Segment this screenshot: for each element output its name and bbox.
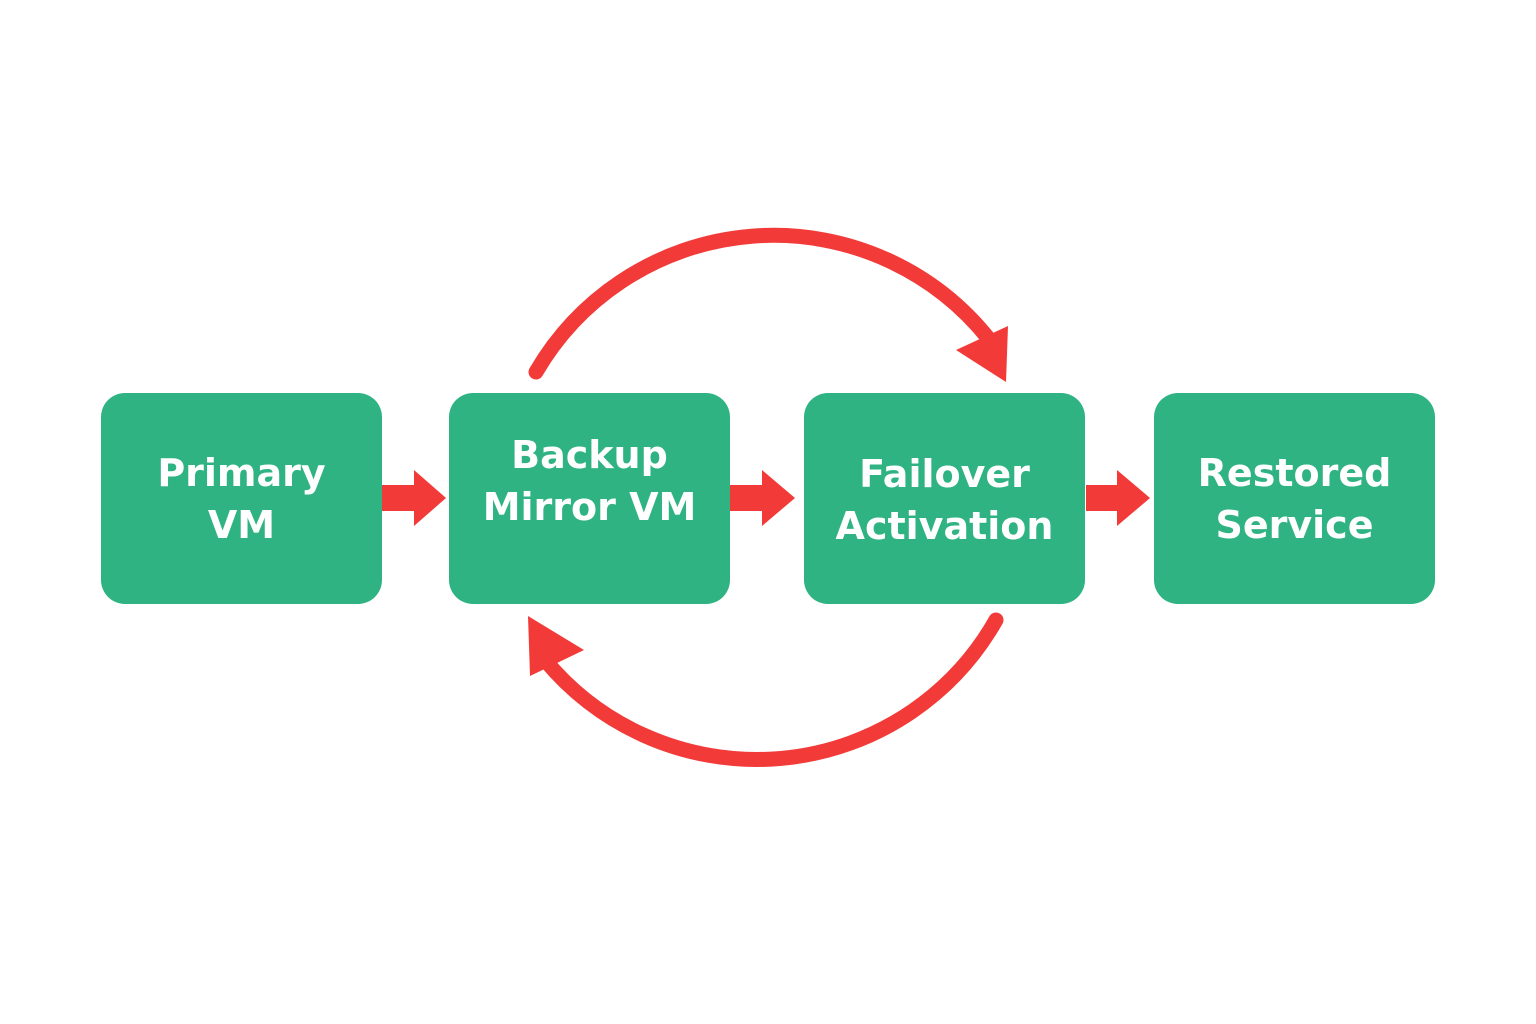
node-label-line: Mirror VM — [482, 484, 697, 529]
node-label: Backup Mirror VM — [483, 429, 697, 533]
node-label-line: Failover — [859, 451, 1030, 496]
node-label: Failover Activation — [836, 448, 1054, 552]
node-restored-service: Restored Service — [1154, 393, 1435, 604]
arc-failover-to-backup — [528, 612, 1004, 767]
node-label-line: Primary — [157, 450, 326, 495]
arrow-backup-to-failover — [730, 470, 795, 526]
node-label-line: Service — [1215, 502, 1374, 547]
arc-backup-to-failover — [528, 227, 1008, 382]
node-primary-vm: Primary VM — [101, 393, 382, 604]
arrow-primary-to-backup — [382, 470, 446, 526]
node-label-line: Restored — [1197, 450, 1392, 495]
node-backup-mirror-vm: Backup Mirror VM — [449, 393, 730, 604]
node-label-line: Backup — [511, 432, 668, 477]
node-failover-activation: Failover Activation — [804, 393, 1085, 604]
node-label: Primary VM — [157, 447, 325, 551]
node-label-line: VM — [207, 502, 276, 547]
arrow-failover-to-restored — [1086, 470, 1150, 526]
node-label: Restored Service — [1198, 447, 1392, 551]
node-label-line: Activation — [835, 503, 1054, 548]
